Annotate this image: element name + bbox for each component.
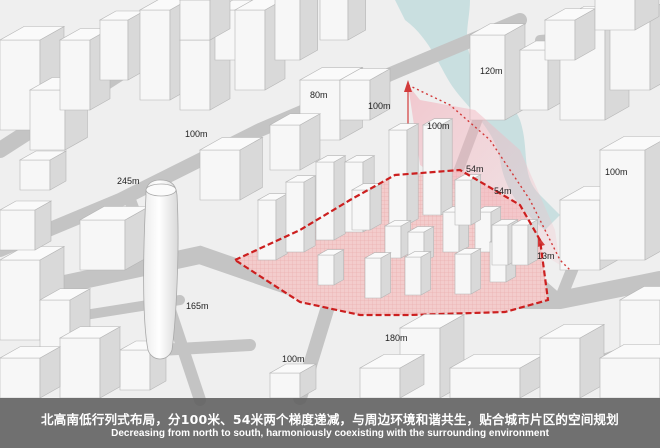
residential-tower — [350, 183, 383, 231]
foreground-building — [538, 323, 606, 399]
height-label-120m: 120m — [480, 66, 503, 76]
residential-tower — [316, 249, 345, 286]
caption-english: Decreasing from north to south, harmonio… — [111, 428, 549, 439]
context-building — [18, 150, 68, 191]
height-label-100m-east: 100m — [605, 167, 628, 177]
foreground-building — [598, 344, 660, 399]
height-label-180m: 180m — [385, 333, 408, 343]
foreground-building — [58, 326, 122, 399]
site-boundary — [232, 168, 550, 317]
context-building — [178, 0, 231, 41]
height-label-245m: 245m — [117, 176, 140, 186]
landmark-tower — [143, 179, 179, 360]
context-building — [268, 113, 322, 171]
context-building — [98, 10, 146, 81]
height-label-13m: 13m — [537, 251, 555, 261]
height-label-100m-site: 100m — [427, 121, 450, 131]
caption-chinese: 北高南低行列式布局，分100米、54米两个梯度递减，与周边环境和谐共生，贴合城市… — [41, 412, 619, 427]
context-building — [594, 0, 660, 31]
context-buildings — [0, 0, 660, 391]
context-building — [0, 200, 53, 251]
foreground-building — [358, 353, 426, 399]
height-label-100m-west: 100m — [185, 129, 208, 139]
residential-tower — [256, 193, 289, 261]
sightline-dotted — [407, 84, 571, 271]
context-building — [543, 8, 597, 61]
context-building — [198, 136, 264, 201]
context-building — [274, 0, 318, 61]
residential-tower — [421, 118, 454, 216]
foreground-building — [268, 363, 318, 399]
residential-tower — [383, 220, 412, 259]
residential-tower — [363, 252, 392, 299]
height-label-165m: 165m — [186, 301, 209, 311]
context-building — [598, 136, 660, 261]
residential-tower — [510, 219, 539, 266]
residential-tower — [453, 248, 482, 295]
height-label-54m-a: 54m — [466, 164, 484, 174]
foreground-building — [448, 353, 546, 399]
residential-tower — [284, 175, 317, 253]
context-building — [78, 205, 151, 271]
residential-tower — [453, 174, 482, 226]
height-label-54m-b: 54m — [494, 186, 512, 196]
caption-bar: 北高南低行列式布局，分100米、54米两个梯度递减，与周边环境和谐共生，贴合城市… — [0, 398, 660, 448]
project-towers — [256, 118, 539, 299]
height-label-100m-south: 100m — [282, 354, 305, 364]
height-label-80m: 80m — [310, 90, 328, 100]
context-building — [319, 0, 366, 41]
height-arrow-icon — [404, 80, 412, 92]
context-building — [338, 68, 392, 121]
height-label-100m-north: 100m — [368, 101, 391, 111]
foreground-building — [0, 346, 62, 399]
residential-tower — [403, 251, 432, 296]
foreground-buildings — [0, 313, 660, 399]
residential-tower — [314, 155, 347, 241]
